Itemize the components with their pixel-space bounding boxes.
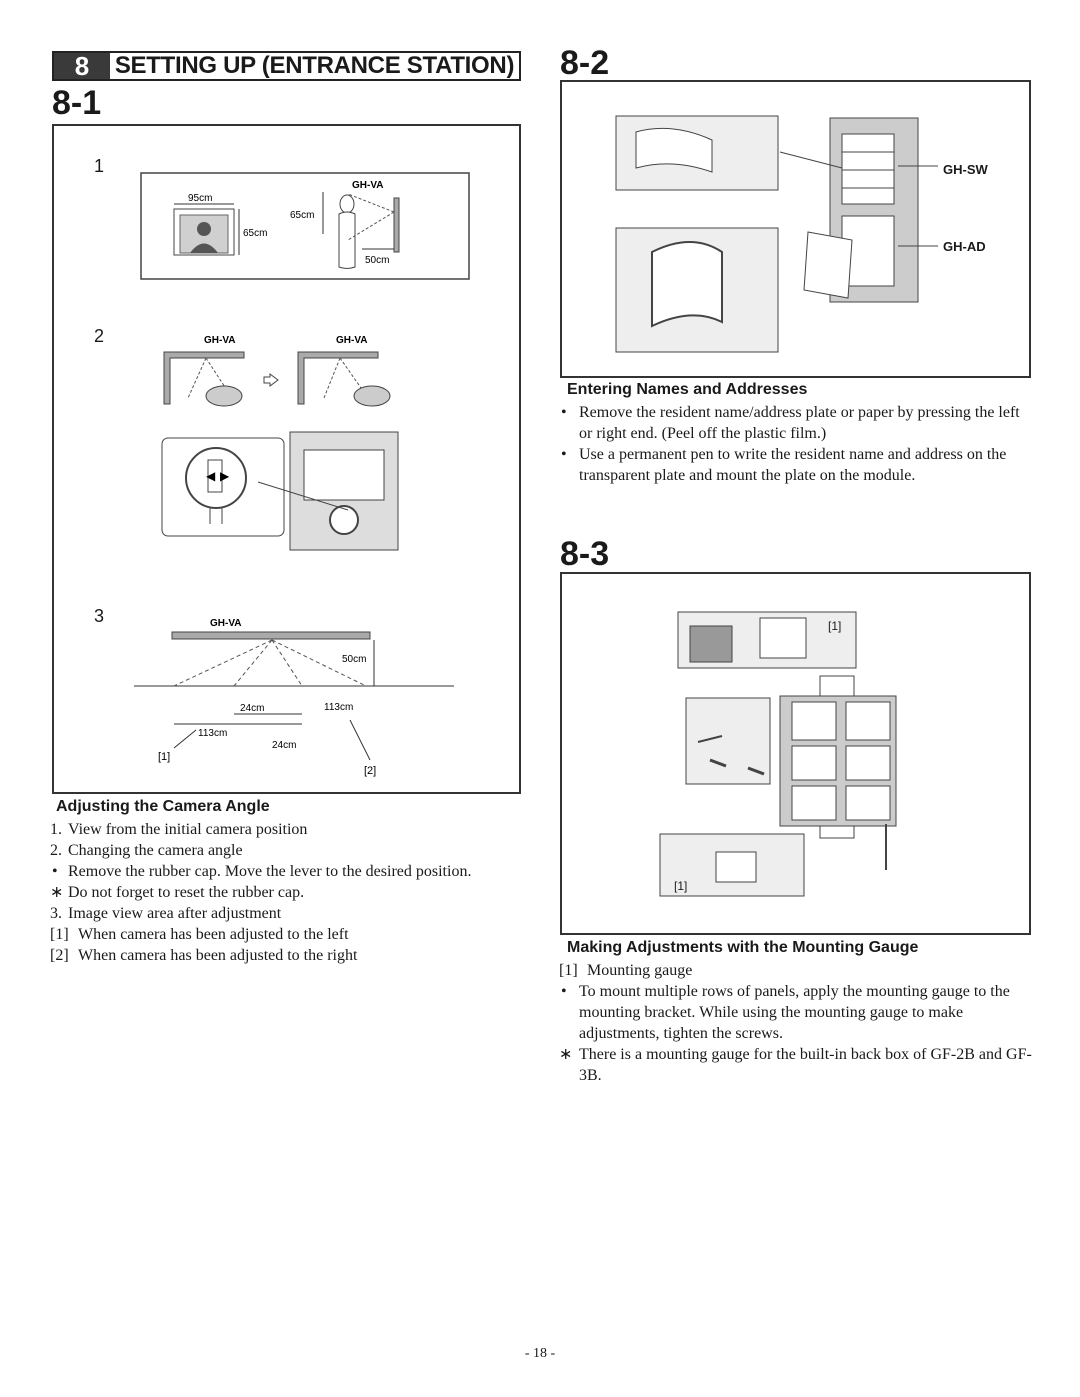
instruction-item: 3.Image view area after adjustment	[50, 905, 282, 922]
dim-65cm-screen: 65cm	[243, 228, 267, 239]
instruction-item: 1.View from the initial camera position	[50, 821, 308, 838]
heading-entering-names: Entering Names and Addresses	[567, 381, 808, 398]
instruction-item: ∗Do not forget to reset the rubber cap.	[50, 884, 305, 901]
step-3-number: 3	[94, 606, 105, 626]
instruction-item: 2.Changing the camera angle	[50, 842, 243, 859]
heading-adjusting-camera-angle: Adjusting the Camera Angle	[56, 798, 270, 815]
ref-1-bottom: [1]	[674, 879, 688, 893]
label-gh-sw: GH-SW	[943, 162, 988, 177]
model-label-gh-va-2b: GH-VA	[336, 335, 367, 346]
ref-1-top: [1]	[828, 619, 842, 633]
instruction-item: •Remove the rubber cap. Move the lever t…	[52, 863, 472, 880]
figure-frame-8-1: 1 2 3 95cm 65cm GH-VA 65cm 50cm GH-VA GH…	[52, 124, 521, 794]
svg-text:▶: ▶	[220, 469, 230, 483]
ref-2-fig3: [2]	[364, 765, 376, 777]
figure-frame-8-3: [1] [1]	[560, 572, 1031, 935]
figure-name-plate-modules	[615, 115, 938, 353]
label-gh-ad: GH-AD	[943, 239, 986, 254]
page-number: - 18 -	[524, 1346, 556, 1361]
figure-lever-detail: ◀ ▶	[161, 431, 399, 551]
figure-mounting-gauge	[659, 611, 897, 897]
step-2-number: 2	[94, 326, 105, 346]
dim-113cm-b: 113cm	[198, 728, 227, 739]
model-label-gh-va-3: GH-VA	[210, 618, 241, 629]
camera-angle-instructions: 1.View from the initial camera position …	[50, 819, 525, 966]
model-label-gh-va-2a: GH-VA	[204, 335, 235, 346]
dim-95cm: 95cm	[188, 193, 212, 204]
chapter-number: 8	[54, 51, 110, 81]
model-label-gh-va-1: GH-VA	[352, 180, 383, 191]
step-1-number: 1	[94, 156, 105, 176]
instruction-item: [2]When camera has been adjusted to the …	[50, 947, 358, 964]
instruction-item: ∗There is a mounting gauge for the built…	[559, 1046, 1032, 1084]
figure-angle-change: GH-VA GH-VA	[163, 335, 391, 407]
section-8-2-title: 8-2	[560, 44, 610, 82]
figure-frame-8-2: GH-SW GH-AD	[560, 80, 1031, 378]
instruction-item: [1]Mounting gauge	[559, 962, 693, 979]
section-8-1-title: 8-1	[52, 84, 102, 122]
dim-113cm-a: 113cm	[324, 702, 353, 713]
instruction-item: [1]When camera has been adjusted to the …	[50, 926, 349, 943]
chapter-header: 8 SETTING UP (ENTRANCE STATION)	[52, 51, 521, 81]
figure-view-area: GH-VA 50cm 113cm 24cm 113cm 24cm [1] [2]	[134, 618, 454, 777]
dim-65cm-person: 65cm	[290, 210, 314, 221]
chapter-title: SETTING UP (ENTRANCE STATION)	[114, 52, 515, 79]
instruction-item: •Remove the resident name/address plate …	[561, 404, 1020, 442]
heading-mounting-gauge: Making Adjustments with the Mounting Gau…	[567, 939, 919, 956]
instruction-item: •To mount multiple rows of panels, apply…	[561, 983, 1010, 1042]
entering-names-instructions: •Remove the resident name/address plate …	[559, 402, 1029, 486]
ref-1-fig3: [1]	[158, 751, 170, 763]
dim-24cm-b: 24cm	[272, 740, 296, 751]
dim-24cm-a: 24cm	[240, 703, 264, 714]
svg-text:◀: ◀	[206, 469, 216, 483]
dim-50cm: 50cm	[365, 255, 389, 266]
section-8-3-title: 8-3	[560, 535, 610, 573]
figure-initial-view: 95cm 65cm GH-VA 65cm 50cm	[140, 172, 470, 280]
mounting-gauge-instructions: [1]Mounting gauge •To mount multiple row…	[559, 960, 1033, 1086]
dim-50cm-3: 50cm	[342, 654, 366, 665]
instruction-item: •Use a permanent pen to write the reside…	[561, 446, 1007, 484]
